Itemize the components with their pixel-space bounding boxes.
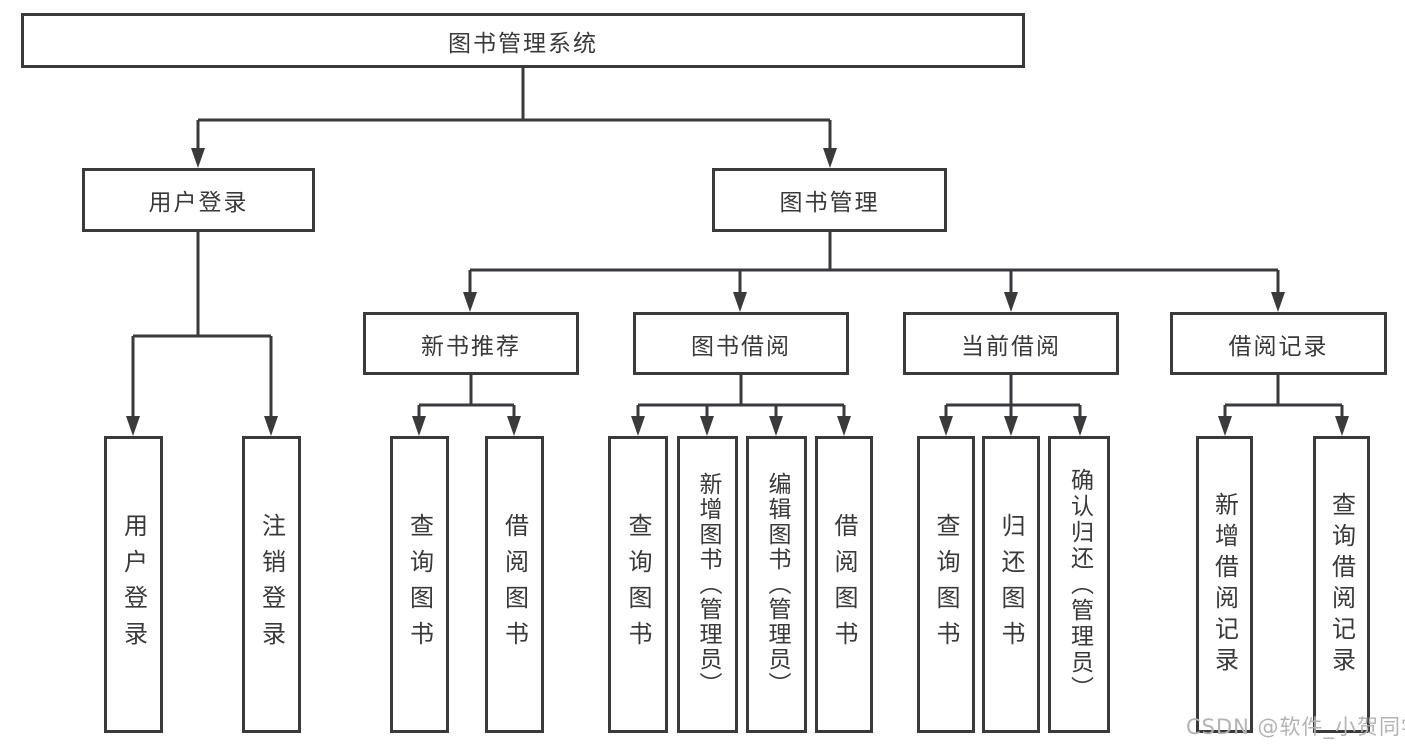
arrow-down-icon (1335, 416, 1349, 436)
leaf-user-login: 用户登录 (104, 436, 163, 733)
leaf-borrow-book-1-label: 借阅图书 (500, 512, 529, 657)
leaf-borrow-book-2-label: 借阅图书 (830, 512, 858, 657)
leaf-return-book-label: 归还图书 (997, 512, 1025, 657)
arrow-down-icon (823, 148, 837, 168)
leaf-query-book-1: 查询图书 (390, 436, 449, 733)
leaf-query-book-3: 查询图书 (917, 436, 975, 733)
connector-book-borrowing (631, 375, 851, 436)
leaf-add-borrow-record-label: 新增借阅记录 (1210, 491, 1239, 678)
leaf-borrow-book-1: 借阅图书 (485, 436, 544, 733)
arrow-down-icon (837, 416, 851, 436)
node-book-borrowing-label: 图书借阅 (691, 333, 791, 360)
connector-current-borrowing (939, 375, 1087, 436)
node-new-book-recommend: 新书推荐 (363, 312, 579, 375)
arrow-down-icon (1271, 292, 1285, 312)
node-user-login-label: 用户登录 (148, 190, 249, 216)
leaf-confirm-return-admin: 确认归还（管理员） (1048, 436, 1110, 733)
node-root: 图书管理系统 (21, 13, 1025, 68)
leaf-logout-label: 注销登录 (257, 512, 286, 657)
arrow-down-icon (1004, 416, 1018, 436)
arrow-down-icon (733, 292, 747, 312)
node-borrow-records-label: 借阅记录 (1228, 333, 1329, 360)
node-book-management: 图书管理 (712, 168, 947, 232)
connector-book-management (463, 232, 1285, 312)
node-borrow-records: 借阅记录 (1170, 312, 1387, 375)
leaf-confirm-return-admin-label: 确认归还（管理员） (1066, 467, 1093, 702)
leaf-edit-book-admin: 编辑图书（管理员） (746, 436, 807, 733)
leaf-query-borrow-record-label: 查询借阅记录 (1327, 491, 1356, 678)
node-user-login: 用户登录 (82, 168, 315, 232)
arrow-down-icon (631, 416, 645, 436)
leaf-borrow-book-2: 借阅图书 (815, 436, 873, 733)
connector-new-book-recommend (412, 375, 521, 436)
connector-root (191, 68, 837, 168)
leaf-query-book-2: 查询图书 (608, 436, 668, 733)
arrow-down-icon (1073, 416, 1087, 436)
arrow-down-icon (1218, 416, 1232, 436)
leaf-add-book-admin-label: 新增图书（管理员） (695, 472, 721, 697)
leaf-edit-book-admin-label: 编辑图书（管理员） (764, 472, 790, 697)
node-new-book-recommend-label: 新书推荐 (421, 333, 521, 360)
leaf-user-login-label: 用户登录 (119, 512, 148, 657)
connector-user-login (126, 232, 278, 436)
arrow-down-icon (412, 416, 426, 436)
arrow-down-icon (507, 416, 521, 436)
node-book-management-label: 图书管理 (779, 190, 880, 216)
arrow-down-icon (1004, 292, 1018, 312)
leaf-logout: 注销登录 (242, 436, 301, 733)
arrow-down-icon (126, 416, 140, 436)
leaf-query-borrow-record: 查询借阅记录 (1313, 436, 1370, 733)
arrow-down-icon (264, 416, 278, 436)
node-current-borrowing-label: 当前借阅 (961, 333, 1061, 360)
leaf-return-book: 归还图书 (982, 436, 1040, 733)
leaf-query-book-3-label: 查询图书 (932, 512, 960, 657)
arrow-down-icon (463, 292, 477, 312)
leaf-add-borrow-record: 新增借阅记录 (1196, 436, 1253, 733)
arrow-down-icon (939, 416, 953, 436)
node-root-label: 图书管理系统 (448, 30, 598, 57)
arrow-down-icon (769, 416, 783, 436)
csdn-watermark: CSDN @软件_小贺同学 (1186, 715, 1405, 739)
arrow-down-icon (191, 148, 205, 168)
leaf-query-book-2-label: 查询图书 (624, 512, 652, 657)
node-current-borrowing: 当前借阅 (903, 312, 1119, 375)
leaf-add-book-admin: 新增图书（管理员） (677, 436, 738, 733)
node-book-borrowing: 图书借阅 (633, 312, 849, 375)
connector-borrow-records (1218, 375, 1349, 436)
arrow-down-icon (700, 416, 714, 436)
leaf-query-book-1-label: 查询图书 (405, 512, 434, 657)
